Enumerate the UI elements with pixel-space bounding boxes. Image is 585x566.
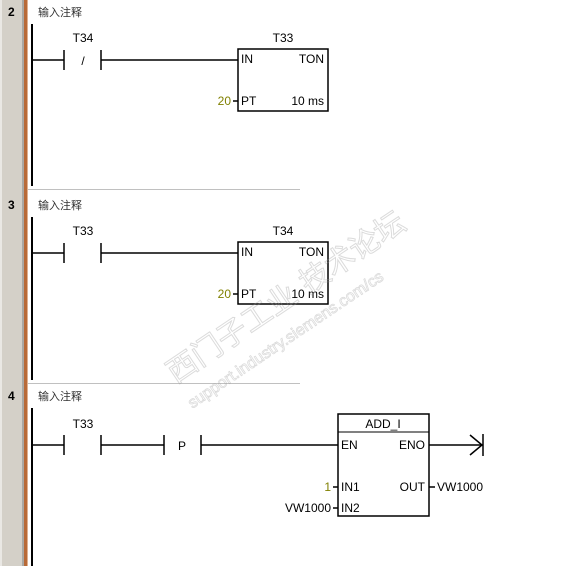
box-frame [337, 413, 430, 517]
box-frame [237, 241, 329, 305]
contact-operand: T33 [73, 224, 94, 238]
timer-resolution: 10 ms [291, 94, 324, 108]
box-type: TON [299, 52, 324, 66]
contact-normally-closed[interactable]: T34 / [63, 31, 102, 70]
box-pin-pt: PT [241, 287, 257, 301]
add-int-box[interactable]: ADD_I EN ENO 1 IN1 VW1000 IN2 OUT VW1000 [285, 413, 483, 517]
box-pin-eno: ENO [399, 438, 425, 452]
box-pin-in: IN [241, 245, 253, 259]
contact-symbol: / [81, 54, 85, 68]
box-title: T33 [273, 31, 294, 45]
arrow-icon [469, 434, 484, 456]
gutter-accent-edge [27, 0, 28, 566]
out-value[interactable]: VW1000 [437, 480, 483, 494]
box-pin-en: EN [341, 438, 358, 452]
network-number: 2 [8, 5, 15, 19]
in1-value[interactable]: 1 [324, 480, 331, 494]
box-frame [237, 48, 329, 112]
timer-box[interactable]: T34 IN TON 20 PT 10 ms [218, 224, 329, 305]
gutter-accent [24, 0, 27, 566]
box-pin-in1: IN1 [341, 480, 360, 494]
contact-operand: T33 [73, 417, 94, 431]
contact-operand: T34 [73, 31, 94, 45]
network-4[interactable]: 4 输入注释 T33 P ADD_I EN ENO 1 IN1 VW1000 [8, 389, 484, 566]
pt-value[interactable]: 20 [218, 94, 232, 108]
positive-transition-contact[interactable]: P [163, 435, 202, 455]
network-number: 4 [8, 389, 15, 403]
box-pin-in: IN [241, 52, 253, 66]
timer-resolution: 10 ms [291, 287, 324, 301]
box-pin-out: OUT [400, 480, 426, 494]
network-number: 3 [8, 198, 15, 212]
box-type: TON [299, 245, 324, 259]
network-gutter [0, 0, 24, 566]
timer-box[interactable]: T33 IN TON 20 PT 10 ms [218, 31, 329, 112]
network-3[interactable]: 3 输入注释 T33 T34 IN TON 20 PT 10 ms [8, 198, 329, 380]
contact-symbol: P [178, 439, 186, 453]
contact-normally-open[interactable]: T33 [63, 224, 102, 263]
in2-value[interactable]: VW1000 [285, 501, 331, 515]
contact-normally-open[interactable]: T33 [63, 417, 102, 455]
network-comment[interactable]: 输入注释 [38, 198, 82, 212]
box-title: T34 [273, 224, 294, 238]
pt-value[interactable]: 20 [218, 287, 232, 301]
box-title: ADD_I [365, 417, 400, 431]
network-comment[interactable]: 输入注释 [38, 5, 82, 19]
box-pin-pt: PT [241, 94, 257, 108]
network-2[interactable]: 2 输入注释 T34 / T33 IN TON 20 PT 10 ms [8, 5, 329, 186]
network-comment[interactable]: 输入注释 [38, 389, 82, 403]
watermark: 西门子工业 support.industry.siemens.com/cs 技术… [161, 205, 413, 412]
box-pin-in2: IN2 [341, 501, 360, 515]
